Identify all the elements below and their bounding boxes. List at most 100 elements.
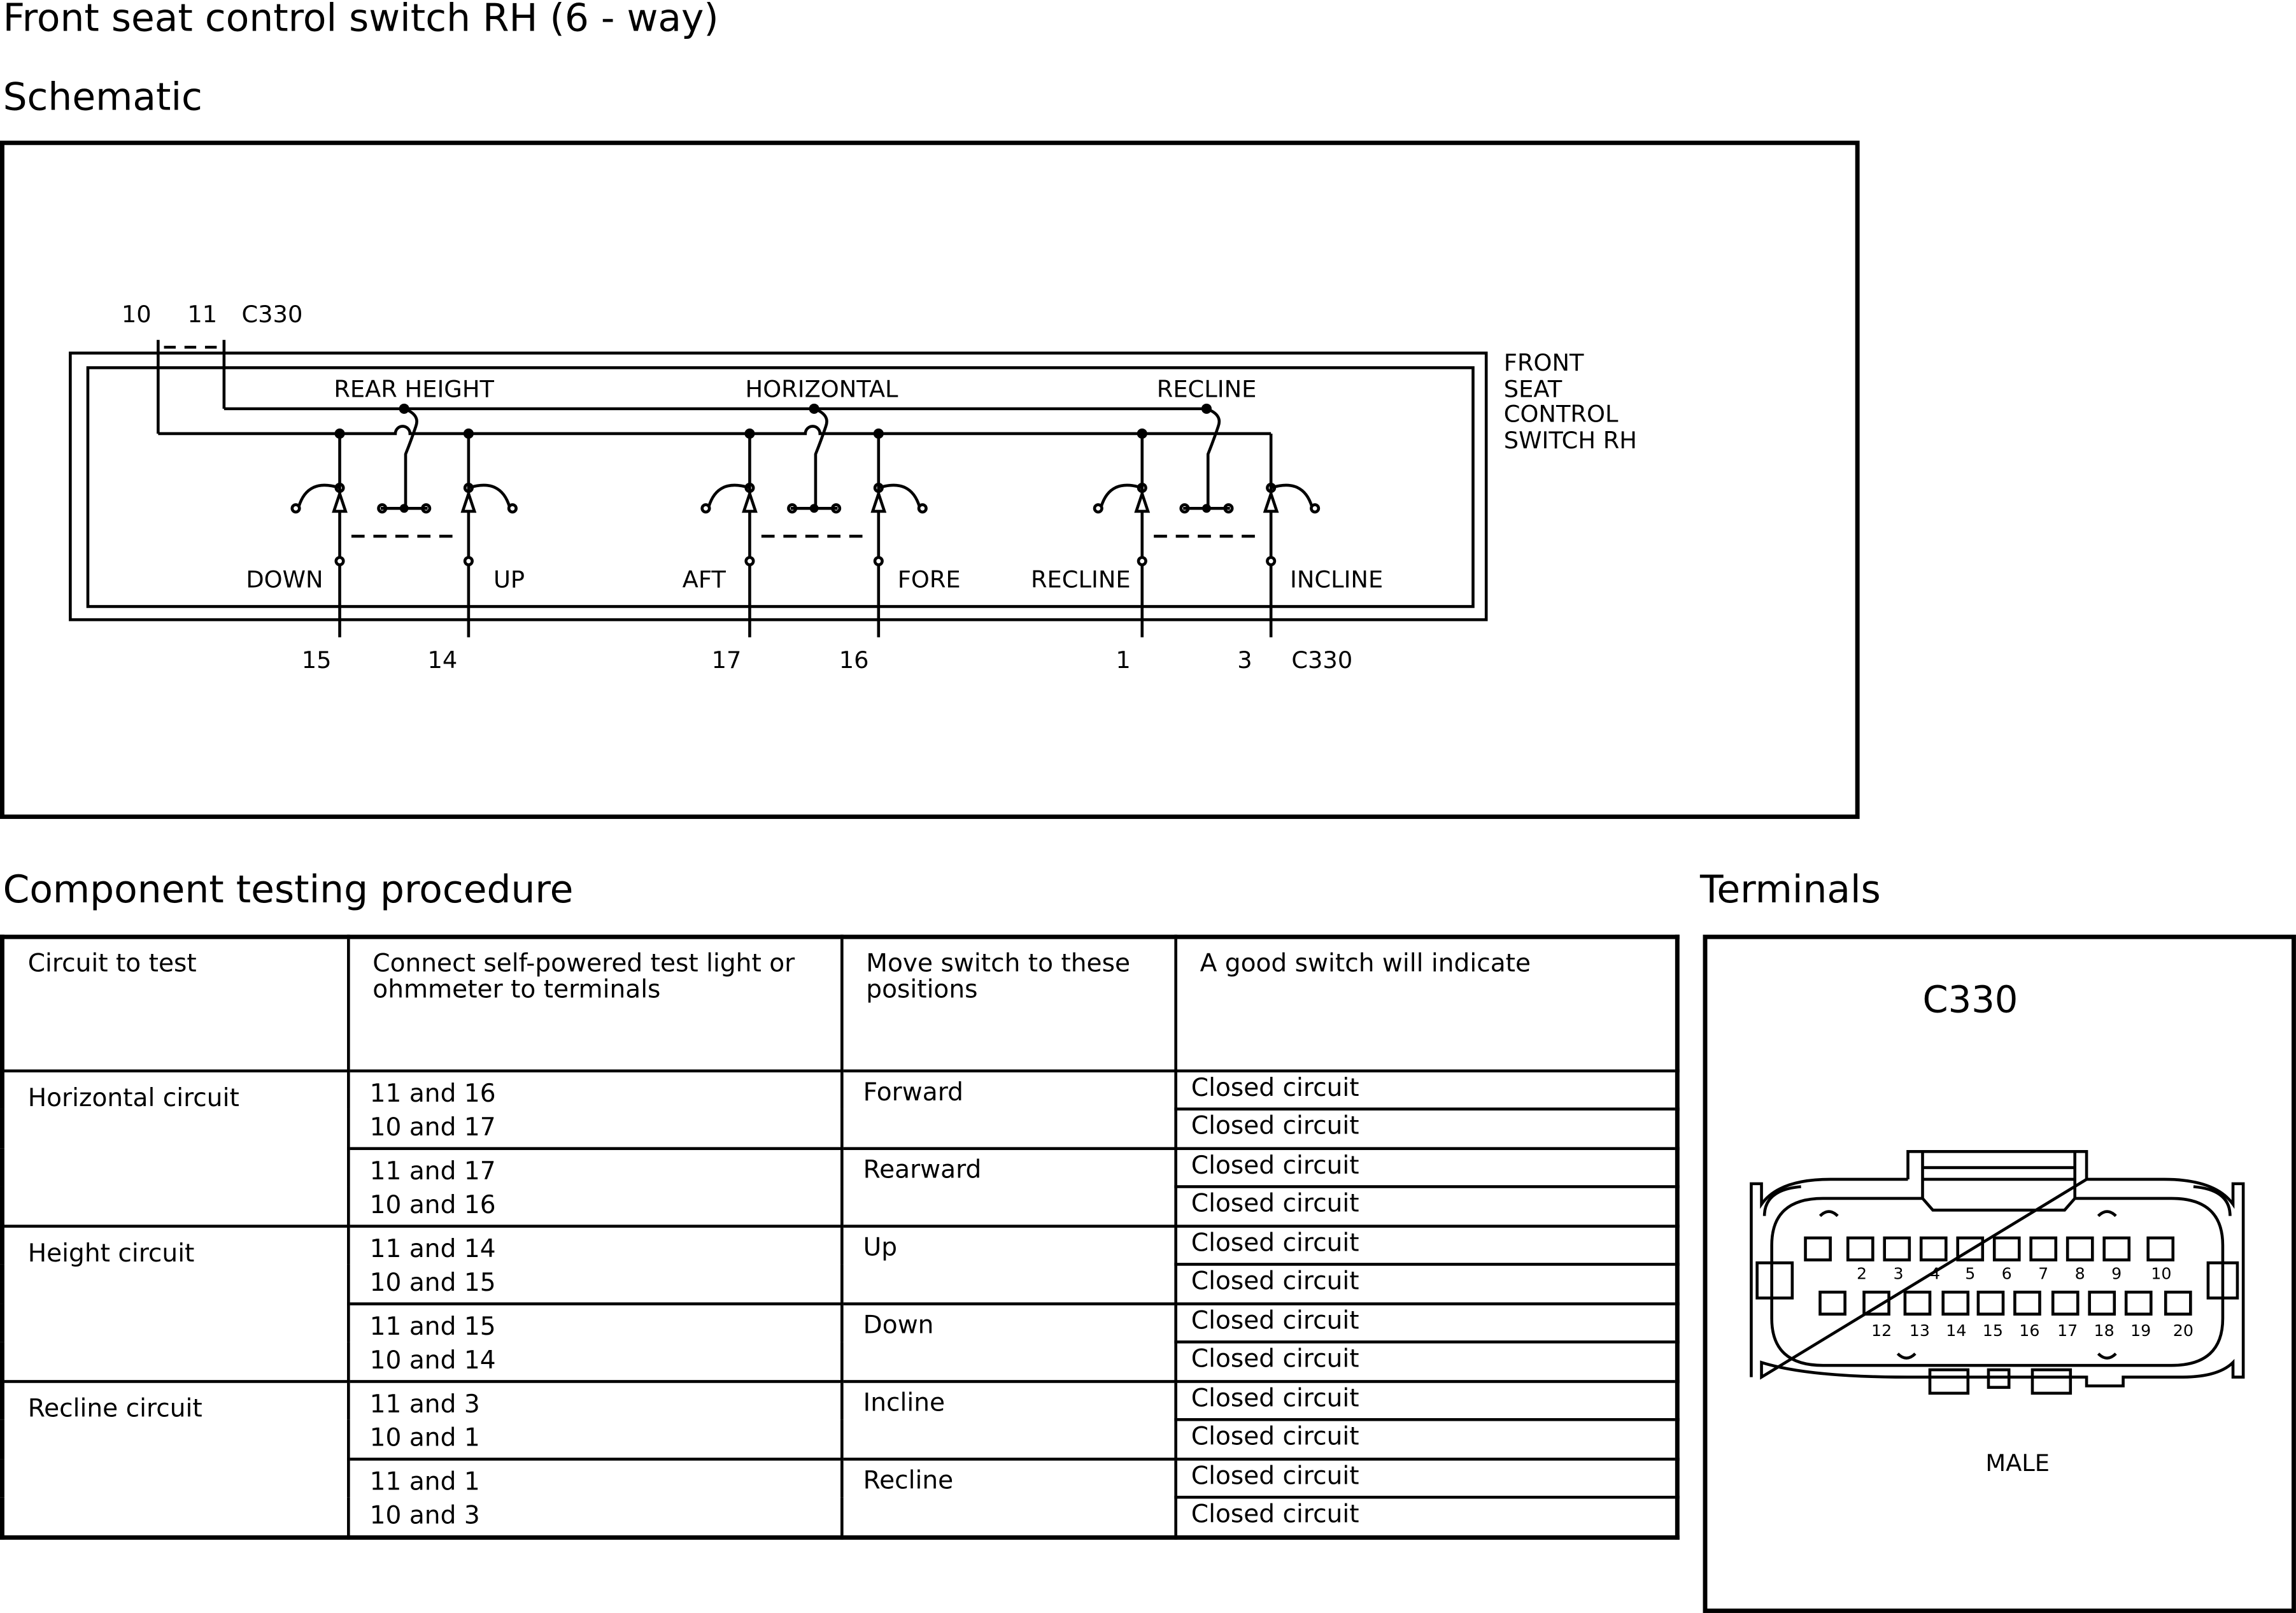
switch-common-terminal xyxy=(787,503,798,514)
component-label-line1: FRONT xyxy=(1504,349,1584,376)
position-aft: AFT xyxy=(683,566,726,593)
pin-label: 15 xyxy=(1983,1321,2003,1340)
bottom-pin-15: 15 xyxy=(302,646,332,674)
pin-label: 18 xyxy=(2094,1321,2115,1340)
header-positions: Move switch to these positions xyxy=(839,935,1177,1072)
pin-cavity xyxy=(2102,1236,2131,1261)
pin-label: 17 xyxy=(2057,1321,2078,1340)
pin-cavity xyxy=(1992,1236,2021,1261)
switch-lower-terminal xyxy=(873,556,884,567)
pin-cavity xyxy=(1903,1290,1932,1316)
terminal-pair: 11 and 17 xyxy=(369,1157,496,1187)
switch-blade xyxy=(1270,483,1314,508)
terminal-pair: 10 and 3 xyxy=(369,1501,480,1531)
table-row: Closed circuit xyxy=(2,1185,1679,1228)
table-row: Closed circuit xyxy=(2,1418,1679,1461)
page-title: Front seat control switch RH (6 - way) xyxy=(3,0,719,41)
pin-label: 14 xyxy=(1946,1321,1966,1340)
pin-cavity xyxy=(2051,1290,2080,1316)
result-cell: Closed circuit xyxy=(1173,1340,1679,1383)
terminal-pair: 10 and 17 xyxy=(369,1112,496,1142)
switch-lower-terminal xyxy=(463,556,474,567)
switch-contact-terminal xyxy=(1093,503,1103,514)
pin-label: 4 xyxy=(1930,1264,1940,1283)
result-cell: Closed circuit xyxy=(1173,1107,1679,1150)
component-test-table: Circuit to test Connect self-powered tes… xyxy=(0,934,1680,1540)
top-connector-label: C330 xyxy=(241,301,302,328)
switch-housing-outer xyxy=(69,352,1488,622)
circuit-name: Recline circuit xyxy=(1,1379,350,1539)
pin-cavity xyxy=(1883,1236,1911,1261)
pin-cavity xyxy=(1919,1236,1948,1261)
position-cell: Up xyxy=(839,1224,1177,1305)
table-header-row: Circuit to test Connect self-powered tes… xyxy=(1,935,1679,1072)
position-cell: Down xyxy=(839,1302,1177,1383)
switch-common-terminal xyxy=(1223,503,1234,514)
bottom-pin-17: 17 xyxy=(712,646,742,674)
terminal-pair: 11 and 15 xyxy=(369,1312,496,1342)
pin-cavity xyxy=(1956,1236,1985,1261)
bottom-pin-16: 16 xyxy=(839,646,869,674)
switch-contact-terminal xyxy=(290,503,301,514)
component-label-line3: CONTROL xyxy=(1504,401,1619,428)
result-cell: Closed circuit xyxy=(1173,1379,1679,1422)
switch-lower-terminal xyxy=(1266,556,1277,567)
terminal-pair: 10 and 1 xyxy=(369,1423,480,1453)
switch-contact-terminal xyxy=(1310,503,1321,514)
circuit-name: Height circuit xyxy=(1,1224,350,1383)
terminals-frame xyxy=(1703,934,2296,1613)
switch-lower-terminal xyxy=(334,556,345,567)
pin-cavity xyxy=(2013,1290,2041,1316)
pin-cavity xyxy=(1941,1290,1970,1316)
position-cell: Forward xyxy=(839,1069,1177,1150)
pin-label: 19 xyxy=(2130,1321,2151,1340)
pin-cavity xyxy=(1818,1290,1846,1316)
header-result: A good switch will indicate xyxy=(1173,935,1679,1072)
switch-blade xyxy=(1100,483,1143,508)
circuit-name: Horizontal circuit xyxy=(1,1069,350,1228)
result-cell: Closed circuit xyxy=(1173,1496,1679,1539)
switch-common-terminal xyxy=(1179,503,1190,514)
terminal-pair: 11 and 14 xyxy=(369,1235,496,1265)
group-rear-height: REAR HEIGHT xyxy=(334,375,494,402)
switch-lower-terminal xyxy=(744,556,755,567)
switch-common-terminal xyxy=(831,503,842,514)
switch-blade xyxy=(297,483,341,508)
top-pin-11: 11 xyxy=(187,301,217,328)
terminal-pair: 11 and 1 xyxy=(369,1468,480,1498)
result-cell: Closed circuit xyxy=(1173,1418,1679,1461)
terminal-pair: 10 and 15 xyxy=(369,1268,496,1298)
group-recline: RECLINE xyxy=(1157,375,1257,402)
result-cell: Closed circuit xyxy=(1173,1146,1679,1189)
terminal-pair: 11 and 16 xyxy=(369,1079,496,1109)
schematic-frame xyxy=(0,140,1860,820)
switch-blade xyxy=(707,483,751,508)
position-cell: Rearward xyxy=(839,1146,1177,1228)
pin-label: 6 xyxy=(2002,1264,2012,1283)
table-row: Closed circuit xyxy=(2,1496,1679,1539)
position-incline: INCLINE xyxy=(1290,566,1383,593)
connector-id: C330 xyxy=(1923,979,2018,1021)
switch-contact-terminal xyxy=(507,503,518,514)
pin-label: 12 xyxy=(1871,1321,1892,1340)
connector-gender: MALE xyxy=(1985,1449,2050,1477)
position-cell: Recline xyxy=(839,1457,1177,1539)
terminal-pair: 11 and 3 xyxy=(369,1390,480,1420)
switch-common-terminal xyxy=(421,503,432,514)
header-terminals: Connect self-powered test light or ohmme… xyxy=(346,935,843,1072)
position-up: UP xyxy=(493,566,525,593)
pin-label: 20 xyxy=(2173,1321,2193,1340)
pin-cavity xyxy=(2066,1236,2094,1261)
pin-cavity xyxy=(2088,1290,2116,1316)
position-down: DOWN xyxy=(246,566,323,593)
result-cell: Closed circuit xyxy=(1173,1224,1679,1267)
pin-label: 9 xyxy=(2111,1264,2122,1283)
